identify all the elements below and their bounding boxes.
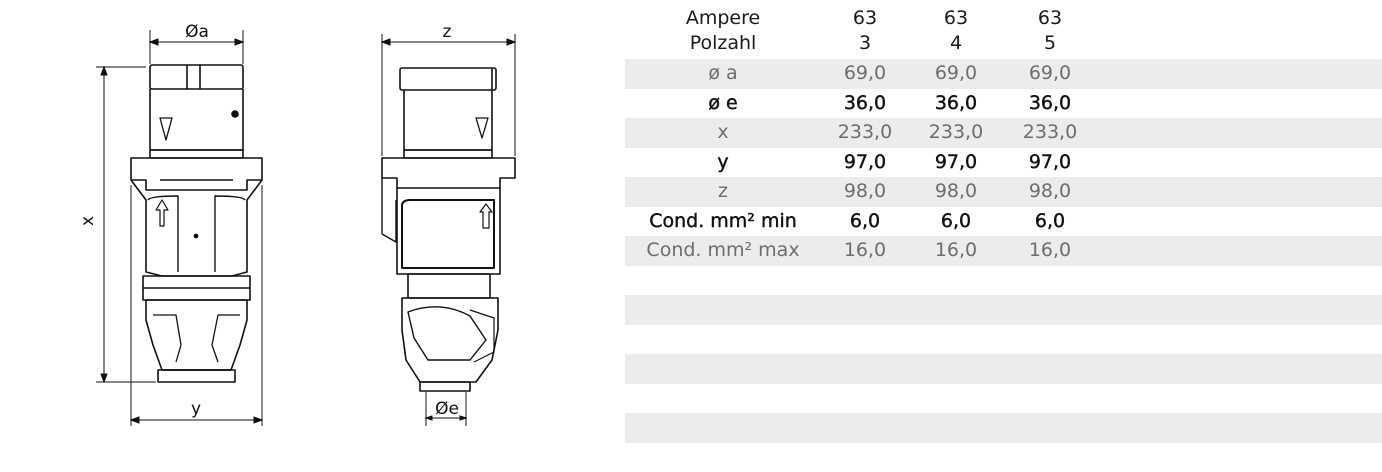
empty-table-row <box>625 413 1382 443</box>
header-ampere-col-2: 63 <box>943 7 969 29</box>
row-label: Cond. mm² max <box>646 239 800 261</box>
table-row: Cond. mm² min 6,0 6,0 6,0 <box>625 207 1382 237</box>
row-label: ø a <box>708 62 738 84</box>
row-label: Cond. mm² min <box>649 210 797 232</box>
row-value: 69,0 <box>934 62 978 84</box>
dim-label-diameter-e: Øe <box>435 399 459 419</box>
row-value: 6,0 <box>940 210 972 232</box>
row-label: z <box>718 180 728 202</box>
row-value: 6,0 <box>849 210 881 232</box>
row-value: 97,0 <box>934 151 978 173</box>
header-polzahl-label: Polzahl <box>689 32 757 54</box>
table-header: Ampere Polzahl 63 3 63 4 63 5 <box>625 6 1382 58</box>
table-row: x 233,0 233,0 233,0 <box>625 118 1382 148</box>
row-value: 233,0 <box>837 121 893 143</box>
dimension-lines <box>96 30 517 426</box>
row-value: 16,0 <box>1028 239 1072 261</box>
dim-label-diameter-a: Øa <box>185 22 209 42</box>
row-value: 97,0 <box>843 151 887 173</box>
row-value: 233,0 <box>928 121 984 143</box>
table-row: Cond. mm² max 16,0 16,0 16,0 <box>625 236 1382 266</box>
table-row: z 98,0 98,0 98,0 <box>625 177 1382 207</box>
row-value: 36,0 <box>934 92 978 114</box>
row-value: 69,0 <box>1028 62 1072 84</box>
row-value: 16,0 <box>934 239 978 261</box>
row-label: ø e <box>708 92 738 114</box>
dim-label-x: x <box>78 216 98 226</box>
table-row: ø e 36,0 36,0 36,0 <box>625 89 1382 119</box>
row-value: 36,0 <box>843 92 887 114</box>
header-ampere-col-3: 63 <box>1037 7 1063 29</box>
dim-label-z: z <box>443 22 452 42</box>
row-label: y <box>717 151 729 173</box>
row-label: x <box>717 121 729 143</box>
technical-drawing: Øa x y z Øe <box>78 22 517 426</box>
table-row: y 97,0 97,0 97,0 <box>625 148 1382 178</box>
row-value: 6,0 <box>1034 210 1066 232</box>
header-poles-col-1: 3 <box>858 32 872 54</box>
row-value: 36,0 <box>1028 92 1072 114</box>
table-row: ø a 69,0 69,0 69,0 <box>625 59 1382 89</box>
plug-side-view <box>381 67 516 392</box>
row-value: 98,0 <box>934 180 978 202</box>
header-ampere-col-1: 63 <box>852 7 878 29</box>
row-value: 16,0 <box>843 239 887 261</box>
empty-table-row <box>625 295 1382 325</box>
header-poles-col-2: 4 <box>949 32 963 54</box>
row-value: 233,0 <box>1022 121 1078 143</box>
row-value: 69,0 <box>843 62 887 84</box>
row-value: 98,0 <box>1028 180 1072 202</box>
header-poles-col-3: 5 <box>1043 32 1057 54</box>
empty-table-row <box>625 354 1382 384</box>
header-ampere-label: Ampere <box>685 7 761 29</box>
row-value: 98,0 <box>843 180 887 202</box>
dim-label-y: y <box>191 399 201 419</box>
row-value: 97,0 <box>1028 151 1072 173</box>
plug-front-view <box>130 64 263 383</box>
